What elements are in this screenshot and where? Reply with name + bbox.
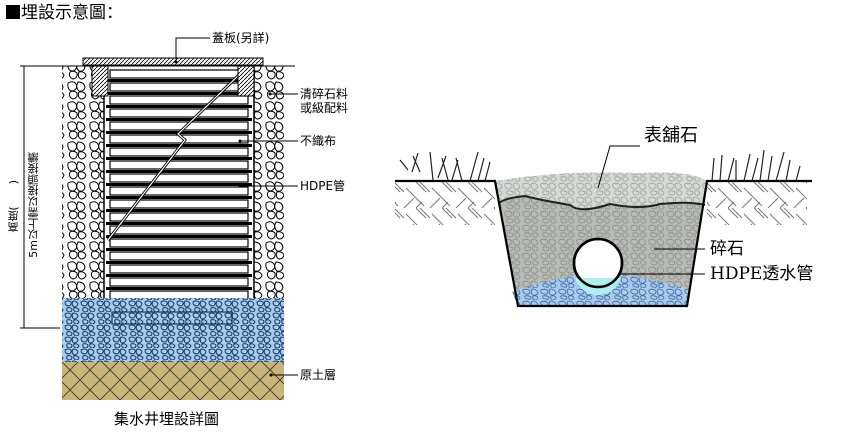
base-gravel-blue bbox=[62, 298, 284, 362]
pipe-rib bbox=[109, 69, 249, 79]
cover-plate bbox=[82, 57, 264, 66]
pipe-rib bbox=[109, 251, 249, 261]
label-hdpe-pipe: HDPE管 bbox=[300, 179, 346, 193]
pipe-rib bbox=[109, 277, 249, 287]
earth-right bbox=[707, 181, 807, 225]
label-gravel: 清碎石料 bbox=[300, 87, 349, 101]
pipe-rib-shadow bbox=[106, 196, 252, 199]
surface-stone-leader bbox=[597, 145, 640, 189]
pipe-rib bbox=[109, 238, 249, 248]
pipe-rib-shadow bbox=[106, 222, 252, 225]
pipe-rib-shadow bbox=[106, 79, 252, 82]
collar-right bbox=[237, 65, 255, 97]
pipe-rib-shadow bbox=[106, 209, 252, 212]
label-cover-plate: 蓋板(另詳) bbox=[212, 31, 270, 45]
pipe-rib bbox=[109, 108, 249, 118]
caption-manhole-detail: 集水井埋設詳圖 bbox=[114, 410, 220, 428]
pipe-rib bbox=[109, 290, 249, 300]
pipe-rib-shadow bbox=[106, 248, 252, 251]
pipe-rib-shadow bbox=[106, 157, 252, 160]
pipe-rib-shadow bbox=[106, 92, 252, 95]
earth-left bbox=[395, 181, 495, 225]
collar-left bbox=[91, 65, 109, 97]
pipe-rib bbox=[109, 160, 249, 170]
pipe-rib bbox=[109, 173, 249, 183]
pipe-rib-shadow bbox=[106, 183, 252, 186]
trench-section-diagram bbox=[395, 145, 812, 308]
pipe-rib bbox=[109, 121, 249, 131]
bullet-square-icon bbox=[6, 5, 20, 19]
surface-stone-layer bbox=[495, 172, 707, 210]
heading-text: 埋設示意圖： bbox=[21, 3, 123, 23]
pipe-rib-shadow bbox=[106, 287, 252, 290]
pipe-rib bbox=[109, 264, 249, 274]
pipe-rib bbox=[109, 186, 249, 196]
native-soil-layer bbox=[62, 362, 284, 400]
pipe-rib-shadow bbox=[106, 105, 252, 108]
pipe-rib bbox=[109, 212, 249, 222]
section-heading: 埋設示意圖： bbox=[6, 3, 123, 23]
pipe-rib-shadow bbox=[106, 235, 252, 238]
label-geotextile: 不織布 bbox=[300, 134, 337, 148]
pipe-corrugations bbox=[106, 69, 252, 303]
pipe-rib bbox=[109, 225, 249, 235]
label-joint-note: 5m以上需以接頭接續 bbox=[27, 152, 40, 258]
pipe-rib-shadow bbox=[106, 274, 252, 277]
pipe-rib-shadow bbox=[106, 261, 252, 264]
pipe-rib-shadow bbox=[106, 118, 252, 121]
label-hdpe-perforated-pipe: HDPE透水管 bbox=[710, 264, 814, 284]
gravel-fill-left bbox=[62, 66, 104, 298]
cover-leader bbox=[175, 37, 210, 62]
label-surface-stone: 表舖石 bbox=[644, 125, 698, 146]
label-crushed-stone: 碎石 bbox=[710, 239, 744, 259]
pipe-rib bbox=[109, 199, 249, 209]
label-height: 高度( ) bbox=[7, 180, 20, 233]
manhole-section-diagram bbox=[20, 37, 298, 400]
grass-tufts bbox=[399, 149, 801, 182]
pipe-rib-shadow bbox=[106, 170, 252, 173]
gravel-fill-right bbox=[254, 66, 284, 298]
label-gravel-line2: 或級配料 bbox=[300, 101, 349, 115]
label-native-soil: 原土層 bbox=[300, 368, 337, 382]
pipe-rib bbox=[109, 95, 249, 105]
height-dimension-line bbox=[20, 65, 60, 329]
